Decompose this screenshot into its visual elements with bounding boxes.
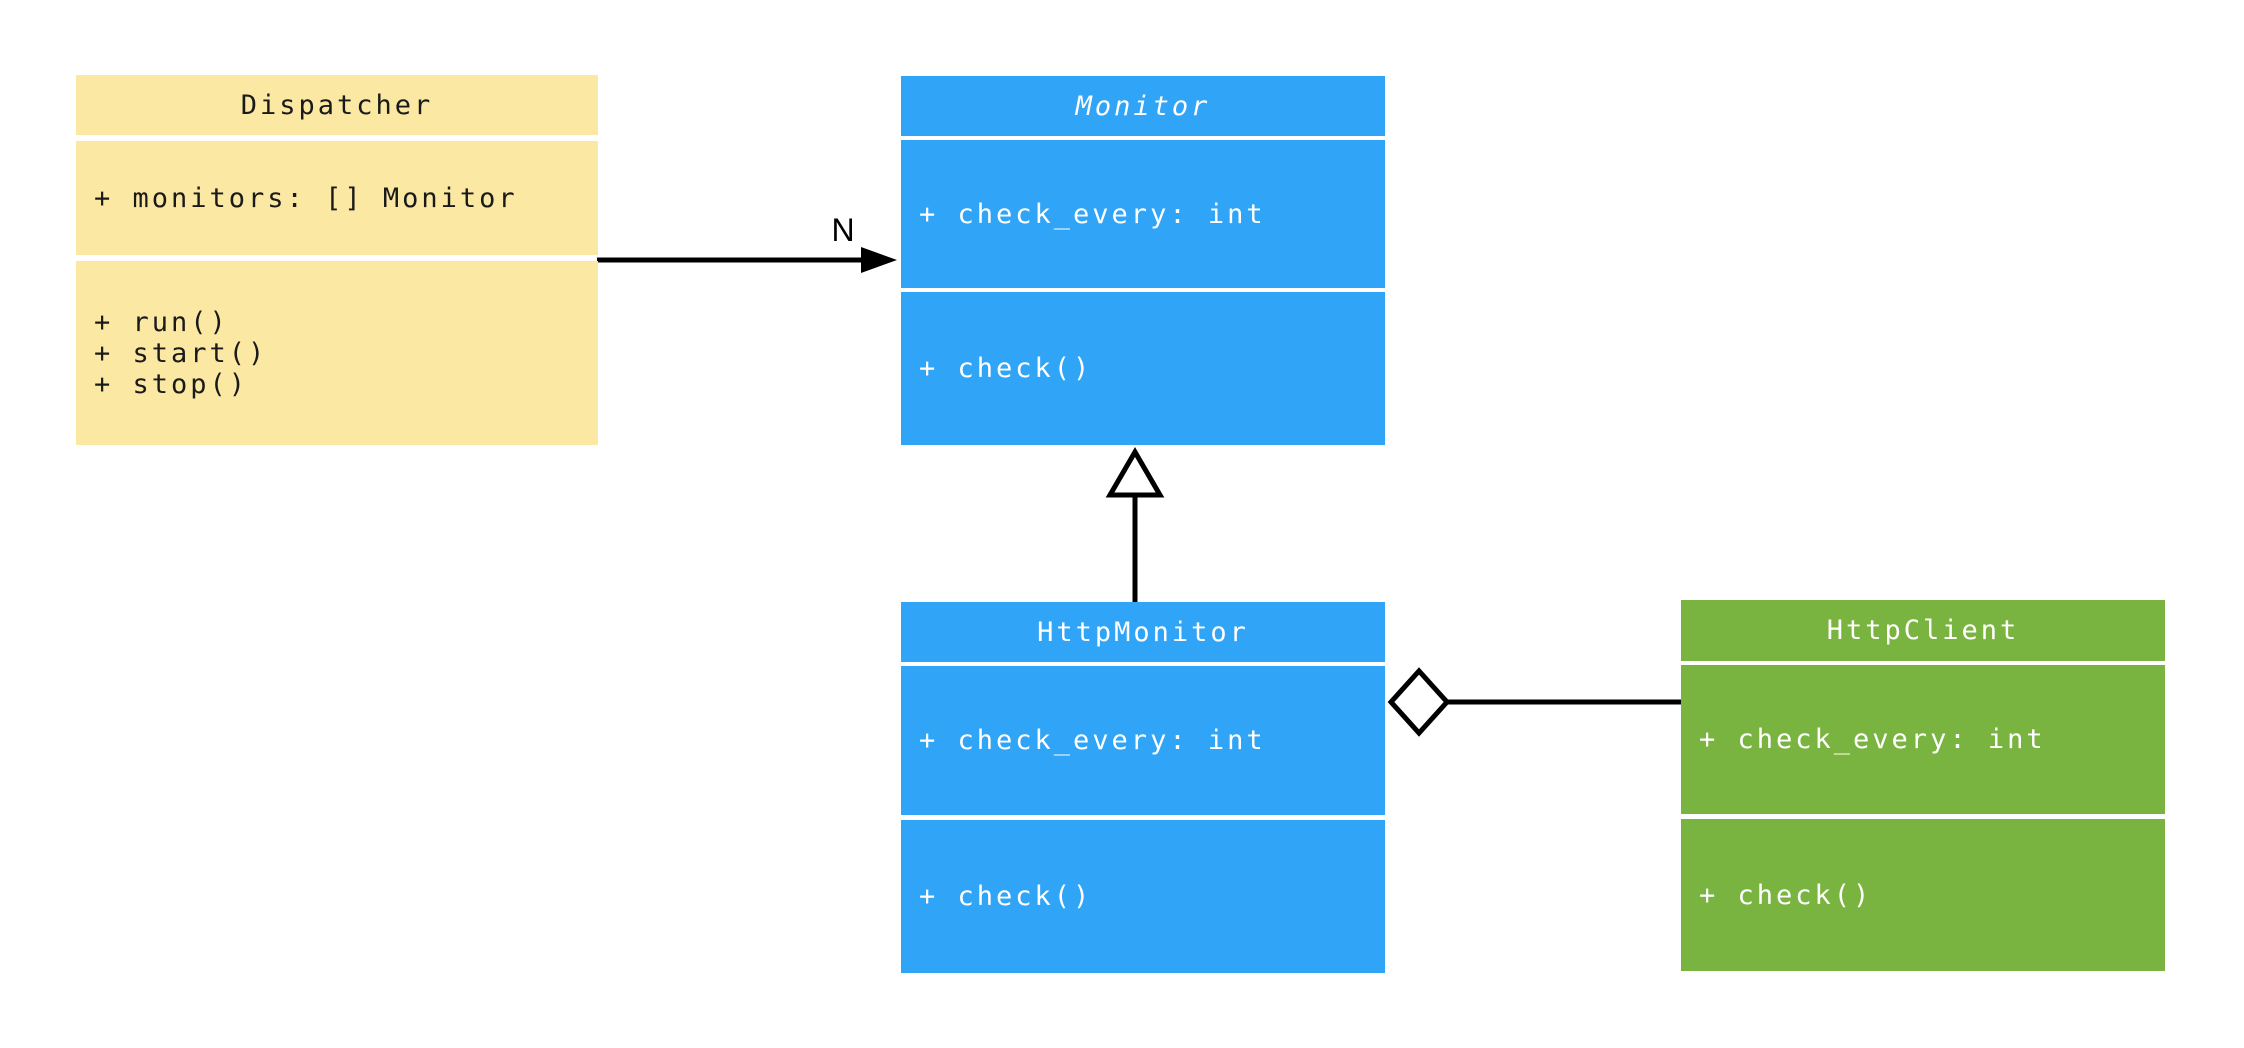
class-name: Dispatcher [240, 89, 434, 121]
class-monitor: Monitor + check_every: int + check() [901, 76, 1385, 445]
class-monitor-methods: + check() [901, 292, 1385, 445]
attribute: + monitors: [] Monitor [94, 182, 518, 214]
method: + start() [94, 337, 268, 369]
class-httpmonitor-methods: + check() [901, 820, 1385, 973]
class-dispatcher-attributes: + monitors: [] Monitor [76, 141, 598, 255]
class-monitor-title-bar: Monitor [901, 76, 1385, 136]
attribute: + check_every: int [1699, 724, 2046, 755]
aggregation-httpmonitor-httpclient [1387, 667, 1681, 737]
class-name: HttpClient [1826, 615, 2020, 646]
class-httpmonitor: HttpMonitor + check_every: int + check() [901, 602, 1385, 973]
class-httpclient-attributes: + check_every: int [1681, 665, 2165, 814]
class-name: Monitor [1075, 90, 1211, 122]
method: + check() [1699, 879, 1873, 911]
association-dispatcher-monitor: N [597, 212, 897, 273]
multiplicity-label: N [831, 212, 854, 248]
attribute: + check_every: int [919, 725, 1266, 756]
class-httpmonitor-title-bar: HttpMonitor [901, 602, 1385, 662]
method: + check() [919, 881, 1093, 912]
class-dispatcher-methods: + run() + start() + stop() [76, 261, 598, 445]
class-name: HttpMonitor [1037, 616, 1249, 648]
method: + run() [94, 306, 229, 338]
hollow-diamond-icon [1387, 667, 1451, 737]
class-dispatcher: Dispatcher + monitors: [] Monitor + run(… [76, 75, 598, 445]
class-dispatcher-title-bar: Dispatcher [76, 75, 598, 135]
filled-arrowhead-icon [861, 247, 897, 273]
class-monitor-attributes: + check_every: int [901, 140, 1385, 288]
class-httpclient-methods: + check() [1681, 819, 2165, 971]
attribute: + check_every: int [919, 198, 1266, 230]
method: + check() [919, 353, 1093, 384]
inheritance-httpmonitor-monitor [1105, 447, 1165, 602]
class-httpclient-title-bar: HttpClient [1681, 600, 2165, 661]
class-httpclient: HttpClient + check_every: int + check() [1681, 600, 2165, 971]
class-httpmonitor-attributes: + check_every: int [901, 666, 1385, 815]
hollow-triangle-icon [1105, 447, 1165, 498]
method: + stop() [94, 368, 249, 400]
